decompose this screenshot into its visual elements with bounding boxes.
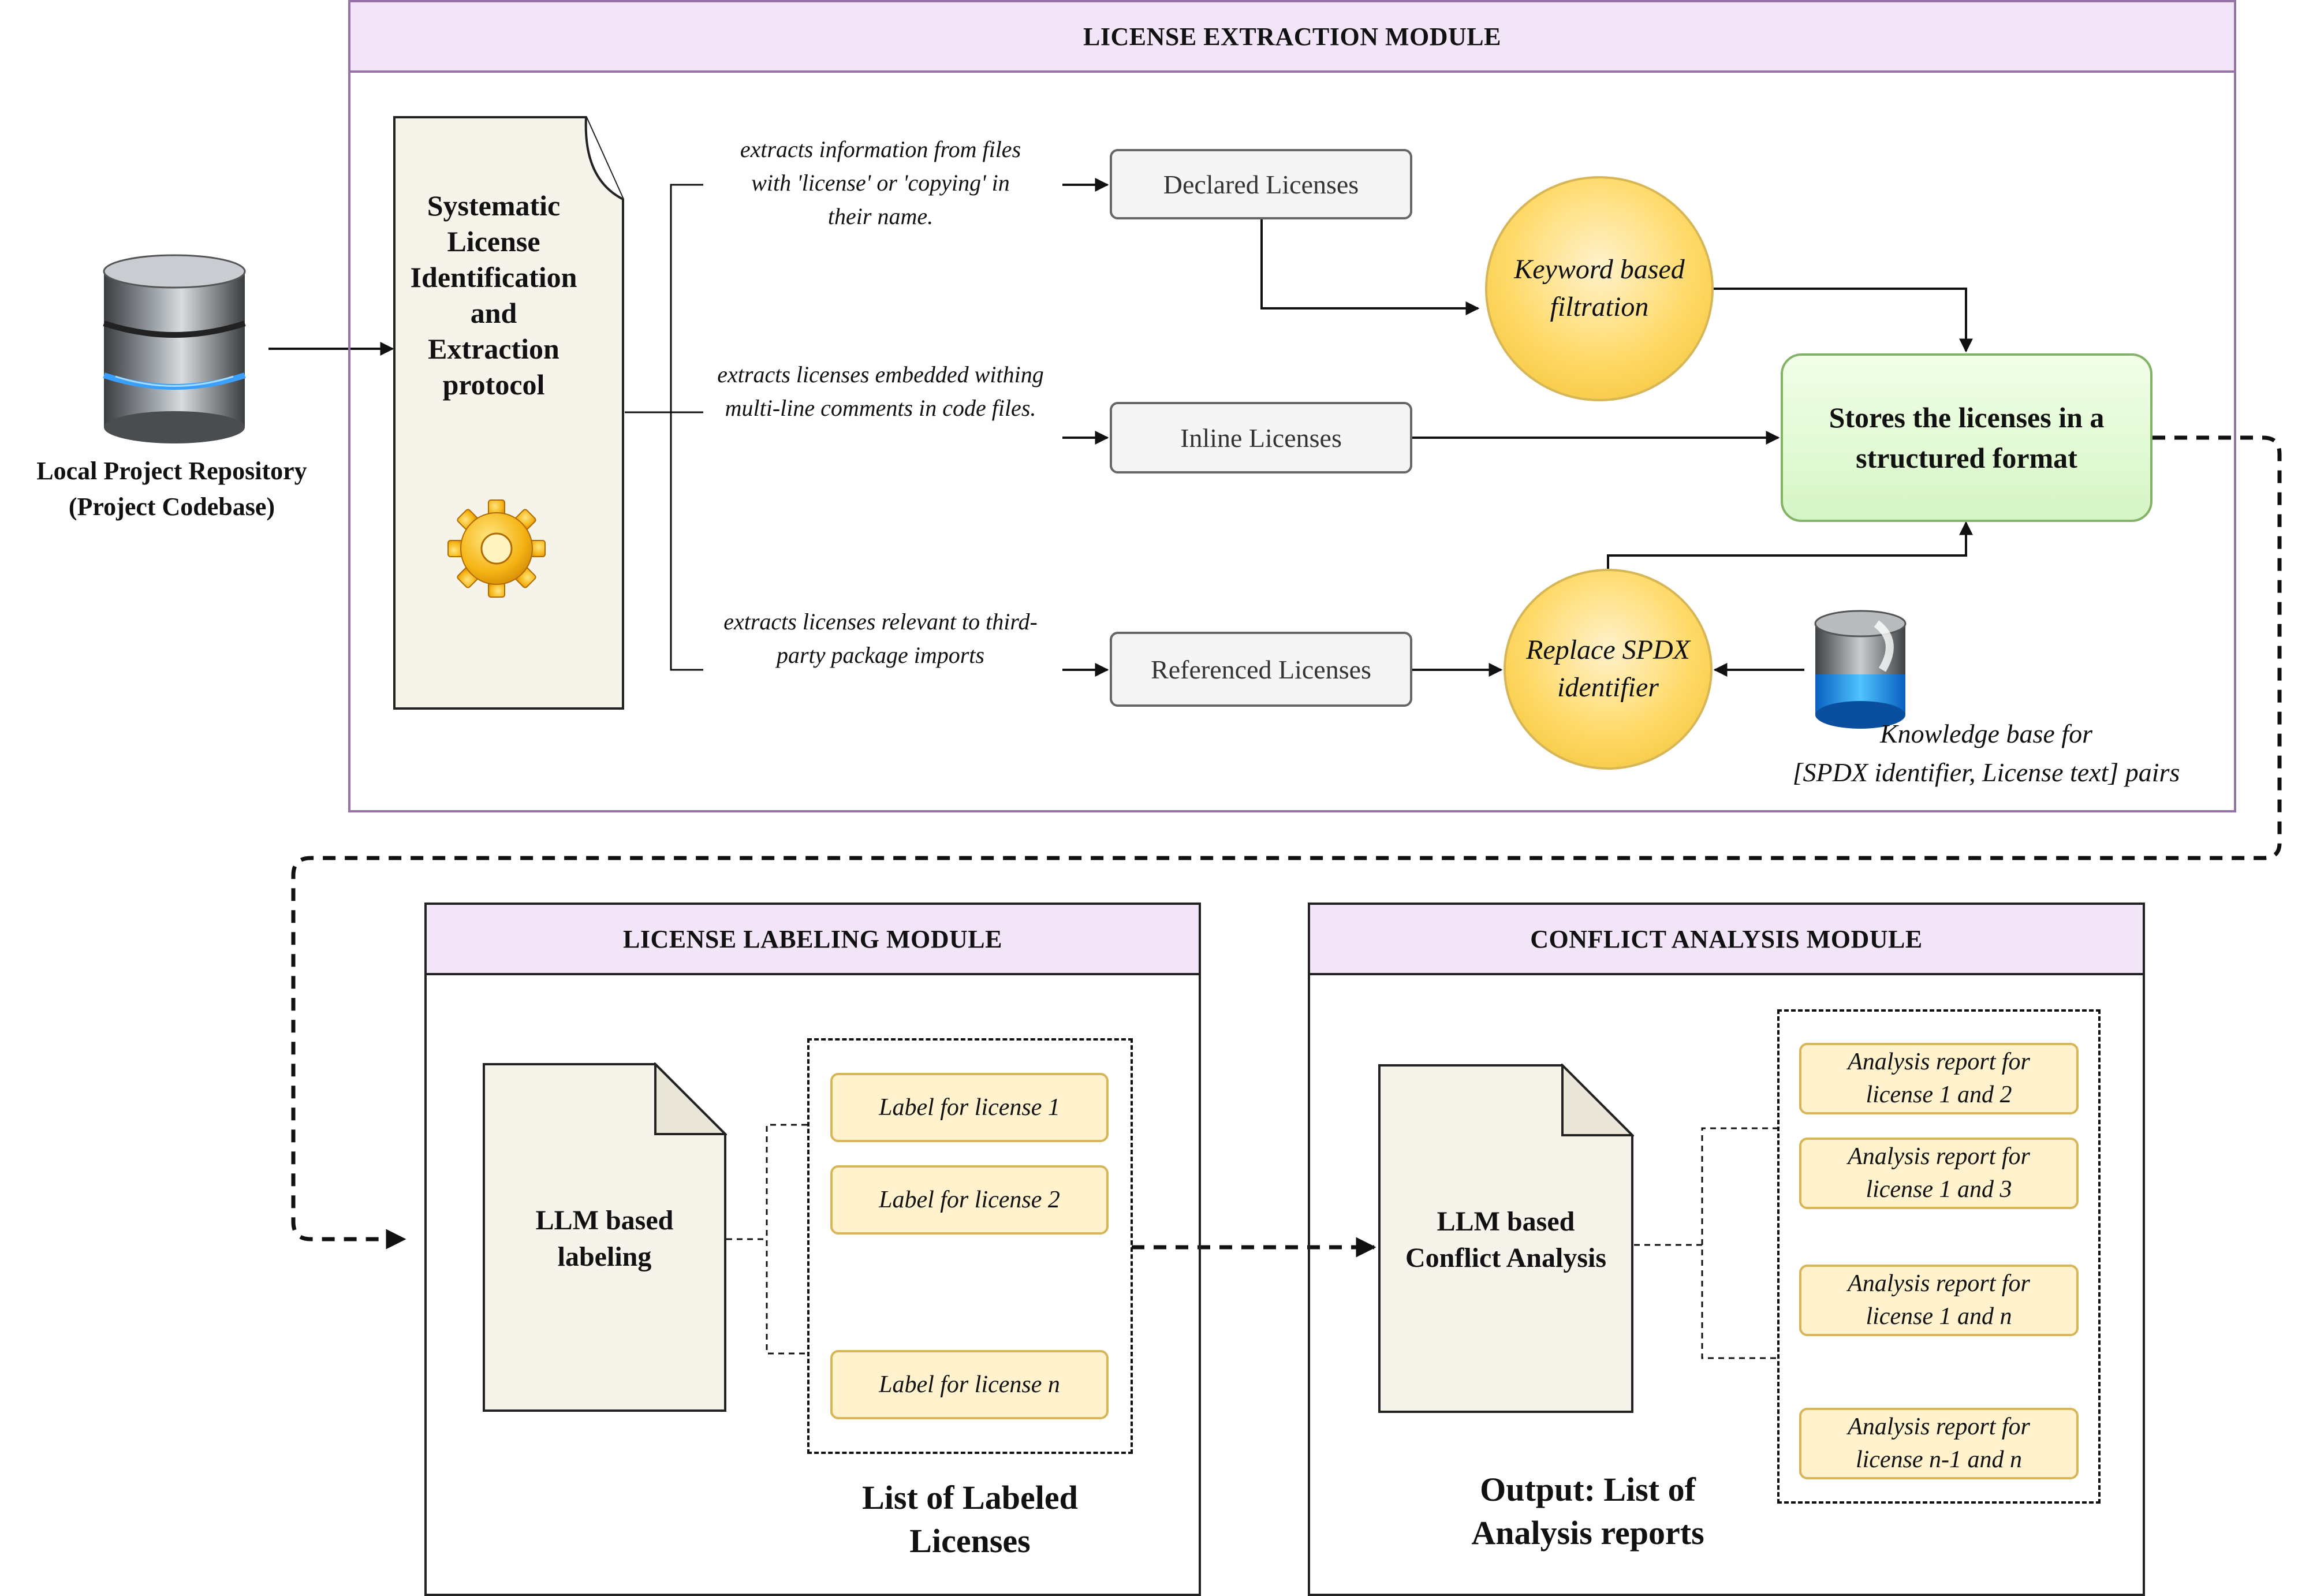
license-extraction-module: LICENSE EXTRACTION MODULE: [348, 0, 2236, 812]
repository-label: Local Project Repository (Project Codeba…: [36, 457, 307, 521]
list-item: Analysis report for license 1 and 3: [1799, 1138, 2079, 1209]
replace-spdx-circle: Replace SPDX identifier: [1504, 569, 1713, 770]
referenced-caption: extracts licenses relevant to third- par…: [723, 609, 1038, 668]
declared-caption: extracts information from files with 'li…: [740, 136, 1021, 229]
repository-database-icon: [92, 254, 256, 445]
knowledge-base-label: Knowledge base for [SPDX identifier, Lic…: [1792, 719, 2180, 787]
gear-icon: [445, 497, 549, 601]
extraction-module-title: LICENSE EXTRACTION MODULE: [350, 2, 2234, 73]
labeling-document: LLM based labeling: [482, 1062, 727, 1412]
keyword-to-store-arrow: [1714, 288, 1973, 353]
report-list: [1777, 1009, 2101, 1504]
list-item: Analysis report for license 1 and 2: [1799, 1043, 2079, 1114]
branch-bracket: [670, 184, 703, 671]
list-item: Label for license n: [830, 1350, 1109, 1419]
protocol-document: Systematic License Identification and Ex…: [393, 115, 625, 710]
declared-to-keyword-arrow: [1260, 219, 1480, 315]
list-item: Label for license 2: [830, 1165, 1109, 1235]
list-item: Label for license 1: [830, 1073, 1109, 1142]
labeling-module-title: LICENSE LABELING MODULE: [427, 905, 1199, 975]
list-item: Analysis report for license 1 and n: [1799, 1265, 2079, 1336]
referenced-licenses-box: Referenced Licenses: [1110, 632, 1412, 707]
structured-store-box: Stores the licenses in a structured form…: [1781, 353, 2152, 522]
spdx-to-store-arrow: [1607, 521, 1973, 569]
license-labeling-module: LICENSE LABELING MODULE: [424, 903, 1201, 1596]
conflict-document: LLM based Conflict Analysis: [1378, 1064, 1634, 1414]
label-list: [807, 1038, 1133, 1454]
keyword-filtration-circle: Keyword based filtration: [1485, 176, 1714, 401]
labeled-licenses-output: List of Labeled Licenses: [862, 1479, 1078, 1560]
inline-caption: extracts licenses embedded withing multi…: [717, 361, 1044, 421]
conflict-module-title: CONFLICT ANALYSIS MODULE: [1310, 905, 2143, 975]
knowledge-base-database-icon: [1807, 606, 1913, 732]
conflict-analysis-module: CONFLICT ANALYSIS MODULE: [1308, 903, 2145, 1596]
analysis-reports-output: Output: List of Analysis reports: [1471, 1471, 1704, 1552]
inline-licenses-box: Inline Licenses: [1110, 402, 1412, 473]
declared-licenses-box: Declared Licenses: [1110, 149, 1412, 219]
list-item: Analysis report for license n-1 and n: [1799, 1408, 2079, 1479]
